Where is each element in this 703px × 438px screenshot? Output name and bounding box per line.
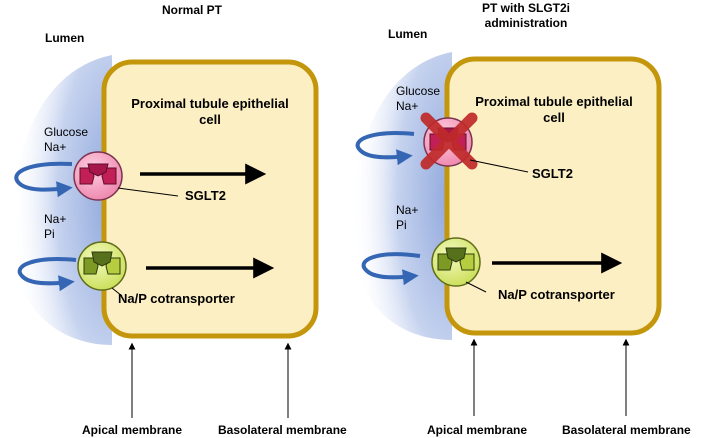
apical-membrane-label: Apical membrane [82, 423, 182, 437]
curved-arrow-icon [361, 252, 421, 286]
sglt2-label: SGLT2 [185, 188, 226, 203]
apical-membrane-label: Apical membrane [427, 423, 527, 437]
leader-line [117, 187, 179, 197]
lumen-label: Lumen [45, 31, 84, 45]
inhibition-cross-icon [420, 112, 478, 170]
panel-title-line1: PT with SLGT2i [482, 1, 570, 15]
na-p-cotransporter-icon [77, 241, 127, 291]
panel-title: Normal PT [162, 3, 223, 17]
cell-label-line2: cell [199, 112, 221, 127]
panel-normal-pt: Normal PT Lumen Proximal tubule epitheli… [11, 3, 347, 437]
ion-label-na: Na+ [396, 203, 418, 217]
basolateral-membrane-label: Basolateral membrane [562, 423, 691, 437]
ion-label-glucose: Glucose [44, 125, 88, 139]
cell-label-line2: cell [543, 110, 565, 125]
leader-line [469, 159, 529, 173]
na-p-cotransporter-icon [431, 237, 481, 287]
leader-line [465, 281, 487, 293]
basolateral-membrane-label: Basolateral membrane [218, 423, 347, 437]
cell-label-line1: Proximal tubule epithelial [131, 96, 288, 111]
ion-label-pi: Pi [396, 218, 407, 232]
panel-title-line2: administration [485, 16, 568, 30]
sglt2-transporter-icon [73, 151, 123, 201]
curved-arrow-icon [14, 161, 73, 198]
ion-label-na: Na+ [396, 99, 418, 113]
panel-sglt2i: PT with SLGT2i administration Lumen Prox… [351, 1, 691, 437]
na-p-cotransporter-label: Na/P cotransporter [498, 287, 615, 302]
sglt2-label: SGLT2 [532, 166, 573, 181]
ion-label-glucose: Glucose [396, 84, 440, 98]
na-p-cotransporter-label: Na/P cotransporter [118, 291, 235, 306]
lumen-label: Lumen [388, 27, 427, 41]
ion-label-na: Na+ [44, 140, 66, 154]
leader-line [111, 287, 123, 297]
curved-arrow-icon [355, 131, 415, 166]
ion-label-na: Na+ [44, 212, 66, 226]
curved-arrow-icon [17, 257, 77, 292]
ion-label-pi: Pi [44, 227, 55, 241]
cell-label-line1: Proximal tubule epithelial [475, 94, 632, 109]
